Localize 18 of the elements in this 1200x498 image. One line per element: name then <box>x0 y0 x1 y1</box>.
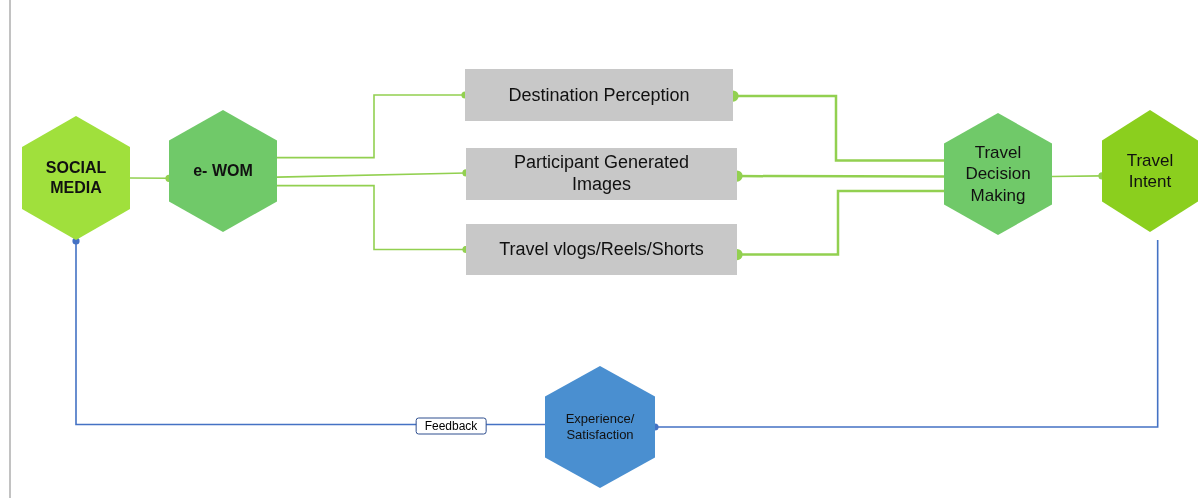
process-box <box>466 224 737 275</box>
node-label: Travel vlogs/Reels/Shorts <box>498 238 705 261</box>
node-label: Travel Decision Making <box>964 142 1032 206</box>
hexagon-shape <box>545 366 655 488</box>
hexagon-shape <box>169 110 277 232</box>
node-label: e- WOM <box>192 161 254 181</box>
node-label: Travel Intent <box>1125 149 1175 193</box>
hexagon-shape <box>22 116 130 240</box>
process-box <box>465 69 733 121</box>
node-label: Destination Perception <box>507 83 691 107</box>
hexagon-shape <box>944 113 1052 235</box>
process-box <box>466 148 737 200</box>
edge-label: Feedback <box>415 417 487 435</box>
node-label: SOCIAL MEDIA <box>44 158 108 198</box>
connector <box>72 237 546 426</box>
node-label: Experience/ Satisfaction <box>564 410 636 444</box>
hexagon-shape <box>1102 110 1198 232</box>
node-label: Participant Generated Images <box>512 152 691 196</box>
